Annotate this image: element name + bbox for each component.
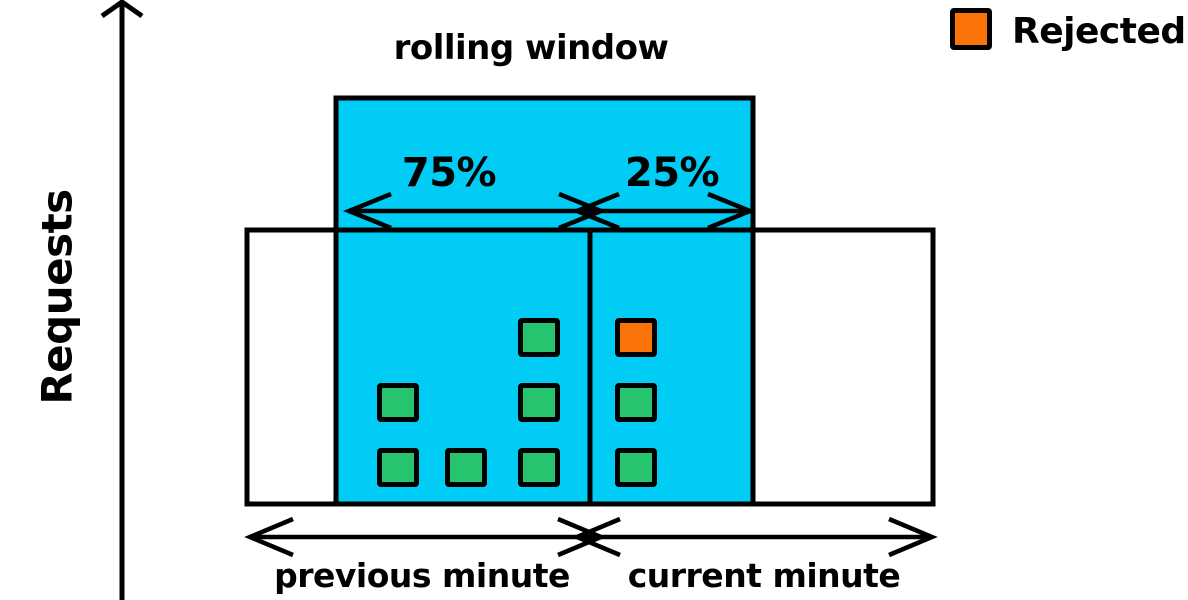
- request-square-accepted: [445, 448, 487, 487]
- current-minute-label: current minute: [627, 556, 901, 595]
- y-axis-arrowhead-icon: [100, 0, 144, 19]
- request-square-accepted: [518, 318, 560, 357]
- request-square-accepted: [377, 448, 419, 487]
- request-square-rejected: [615, 318, 657, 357]
- previous-minute-label: previous minute: [274, 556, 570, 595]
- rejected-swatch-icon: [950, 8, 992, 50]
- current-share-label: 25%: [624, 150, 720, 196]
- y-axis-label: Requests: [32, 189, 82, 405]
- current-share-arrow: [571, 191, 756, 231]
- request-square-accepted: [377, 383, 419, 422]
- legend-label: Rejected: [1012, 11, 1186, 52]
- request-square-accepted: [518, 383, 560, 422]
- request-square-accepted: [615, 383, 657, 422]
- legend: Rejected: [950, 8, 1186, 56]
- request-square-accepted: [615, 448, 657, 487]
- diagram-title: rolling window: [393, 28, 669, 68]
- rolling-window-rect: [333, 95, 756, 507]
- y-axis: [100, 0, 144, 600]
- previous-share-label: 75%: [401, 150, 497, 196]
- current-minute-arrow: [571, 516, 938, 558]
- request-square-accepted: [518, 448, 560, 487]
- previous-minute-arrow: [244, 516, 607, 558]
